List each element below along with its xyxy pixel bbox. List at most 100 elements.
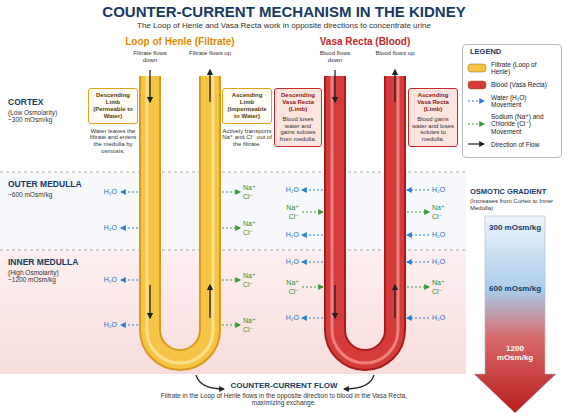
- limb-info-box: Descending Limb (Permeable to Water)Wate…: [88, 88, 138, 155]
- water-movement-arrow: [407, 317, 429, 318]
- ion-label: Cl⁻: [432, 287, 462, 296]
- ion-label: Na⁺: [269, 278, 299, 287]
- legend-sample: [467, 80, 487, 90]
- ion-label: Na⁺: [243, 271, 256, 280]
- water-label: H₂O: [87, 223, 117, 233]
- ion-label: Na⁺: [243, 316, 256, 325]
- flow-arrow: [334, 285, 335, 318]
- water-label: H₂O: [432, 313, 462, 323]
- zone-name: OUTER MEDULLA: [8, 180, 82, 190]
- legend-sample: [467, 63, 487, 73]
- legend-line-sample: [468, 101, 484, 102]
- zone-osmolarity: ~600 mOsm/kg: [8, 191, 70, 198]
- gradient-value: 300 mOsm/kg: [487, 224, 543, 233]
- vessel-info-box: Descending Vasa Recta (Limb) Blood loses …: [274, 88, 322, 147]
- ion-label: Cl⁻: [243, 280, 253, 289]
- water-movement-arrow: [302, 234, 323, 235]
- water-movement-arrow: [121, 324, 138, 325]
- legend-sample: [467, 119, 487, 129]
- water-label: H₂O: [87, 275, 117, 285]
- section-heading: Loop of Henle (Filtrate): [110, 36, 250, 48]
- legend-row: Water (H₂O) Movement: [467, 94, 557, 109]
- box-heading: Descending Vasa Recta (Limb): [277, 92, 319, 113]
- flow-label: Filtrate flows down: [127, 50, 173, 63]
- flow-arrow: [209, 70, 210, 102]
- solute-movement-arrow: [222, 279, 240, 280]
- vasa-recta-highlight: [332, 76, 398, 363]
- counter-current-arrow: [344, 375, 374, 389]
- water-label: H₂O: [432, 257, 462, 267]
- ion-label: Cl⁻: [432, 212, 462, 221]
- footer-note: Filtrate in the Loop of Henle flows in t…: [159, 392, 409, 407]
- flow-arrow: [149, 285, 150, 318]
- zone-osmolarity: (High Osmolarity) ~1200 mOsm/kg: [8, 269, 70, 284]
- gradient-value: 1200 mOsm/kg: [487, 345, 543, 363]
- ion-label: Na⁺: [243, 219, 256, 228]
- solute-movement-arrow: [222, 191, 240, 192]
- water-label: H₂O: [269, 230, 299, 240]
- vasa-recta-tube: [335, 76, 395, 360]
- ion-label: Cl⁻: [269, 287, 299, 296]
- solute-movement-arrow: [222, 324, 240, 325]
- legend-line-sample: [468, 144, 484, 145]
- gradient-heading: OSMOTIC GRADIENT: [470, 188, 546, 197]
- water-movement-arrow: [302, 261, 323, 262]
- ion-label: Cl⁻: [243, 228, 253, 237]
- ion-label: Na⁺: [243, 183, 256, 192]
- water-label: H₂O: [269, 313, 299, 323]
- loop-of-henle-highlight: [147, 76, 213, 363]
- ion-label: Na⁺: [432, 278, 462, 287]
- solute-movement-arrow: [407, 211, 429, 212]
- water-movement-arrow: [407, 189, 429, 190]
- vasa-recta-wall: [335, 76, 395, 360]
- water-movement-arrow: [407, 261, 429, 262]
- vessel-info-box: Ascending Vasa Recta (Limb)Blood gains w…: [408, 88, 458, 147]
- legend-text: Sodium (Na⁺) and Chloride (Cl⁻) Movement: [491, 113, 557, 135]
- loop-of-henle-wall: [150, 76, 210, 360]
- counter-current-arrow: [196, 375, 224, 389]
- gradient-value: 600 mOsm/kg: [487, 285, 543, 294]
- ion-label: Cl⁻: [243, 325, 253, 334]
- ion-label: Na⁺: [269, 203, 299, 212]
- legend-row: Sodium (Na⁺) and Chloride (Cl⁻) Movement: [467, 113, 557, 135]
- legend-heading: LEGEND: [470, 48, 501, 57]
- legend-sample: [467, 96, 487, 106]
- legend-row: Direction of Flow: [467, 139, 557, 149]
- zone-name: INNER MEDULLA: [8, 258, 78, 268]
- zone-name: CORTEX: [8, 98, 43, 108]
- legend-text: Direction of Flow: [491, 141, 557, 148]
- exchange-arrows: [121, 190, 429, 325]
- loop-of-henle-tube: [150, 76, 210, 360]
- ion-label: Na⁺: [432, 203, 462, 212]
- water-label: H₂O: [269, 257, 299, 267]
- flow-label: Filtrate flows up: [187, 50, 233, 57]
- section-heading: Vasa Recta (Blood): [295, 36, 435, 48]
- solute-movement-arrow: [407, 286, 429, 287]
- water-label: H₂O: [87, 187, 117, 197]
- water-movement-arrow: [302, 189, 323, 190]
- legend-swatch: [468, 64, 486, 72]
- water-label: H₂O: [432, 185, 462, 195]
- ion-label: Cl⁻: [243, 192, 253, 201]
- legend-swatch: [468, 81, 486, 89]
- legend-box: Filtrate (Loop of Henle) Blood (Vasa Rect…: [462, 44, 562, 158]
- water-movement-arrow: [407, 234, 429, 235]
- box-heading: Descending Limb (Permeable to Water): [88, 88, 138, 124]
- diagram-title: COUNTER-CURRENT MECHANISM IN THE KIDNEY: [0, 3, 568, 20]
- box-heading: Ascending Limb (Impermeable to Water): [222, 88, 272, 124]
- flow-label: Blood flows down: [312, 50, 358, 63]
- solute-movement-arrow: [222, 227, 240, 228]
- water-label: H₂O: [432, 230, 462, 240]
- legend-line-sample: [468, 123, 484, 124]
- solute-movement-arrow: [302, 211, 323, 212]
- flow-arrow: [149, 70, 150, 102]
- legend-row: Blood (Vasa Recta): [467, 80, 557, 90]
- box-heading: Ascending Vasa Recta (Limb): [411, 92, 455, 113]
- legend-text: Filtrate (Loop of Henle): [491, 61, 557, 76]
- legend-text: Water (H₂O) Movement: [491, 94, 557, 109]
- flow-arrow: [394, 70, 395, 102]
- footer-heading: COUNTER-CURRENT FLOW: [224, 381, 344, 390]
- solute-movement-arrow: [302, 286, 323, 287]
- box-body: Blood loses water and gains solutes from…: [277, 116, 319, 144]
